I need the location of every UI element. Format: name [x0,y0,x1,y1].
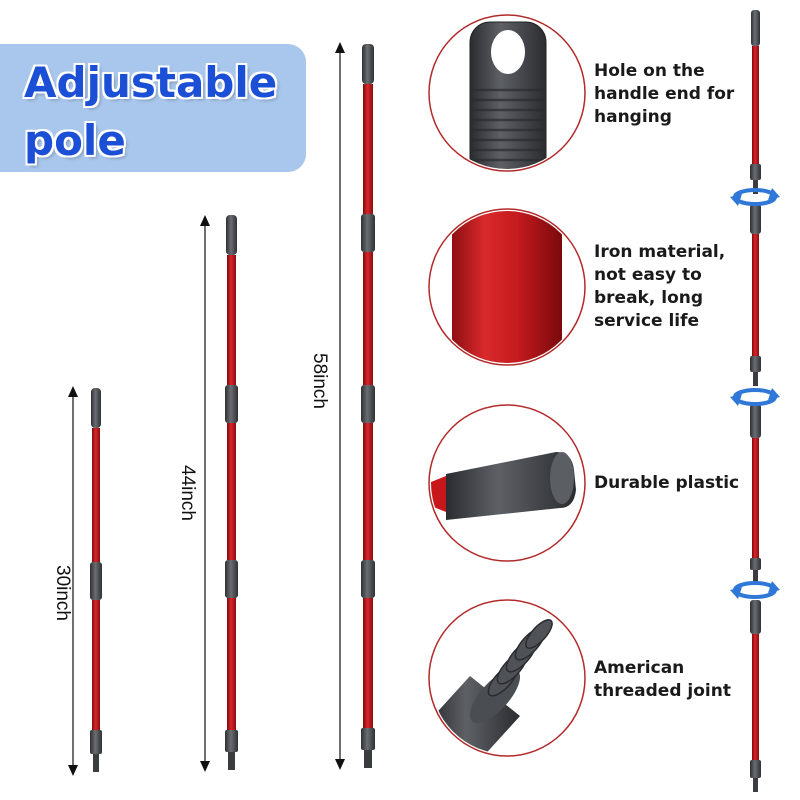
pole-58inch [335,42,375,770]
pole-44inch [200,215,238,772]
feature-threaded-joint: American threaded joint [594,658,731,701]
rotate-arrow-icon [730,188,780,206]
rotate-arrow-icon [730,388,780,406]
detail-hanging-hole [428,14,586,172]
length-label-58inch: 58inch [309,353,330,409]
title-banner [0,44,306,172]
feature-durable-plastic: Durable plastic [594,473,740,493]
length-label-30inch: 30inch [52,565,73,621]
pole-30inch [68,386,102,776]
pole-assembly-right [750,10,761,792]
page-title: Adjustable pole [24,54,304,170]
length-label-44inch: 44inch [177,465,198,521]
feature-iron-material: Iron material, not easy to break, long s… [594,242,726,331]
detail-iron-material [428,208,586,366]
detail-threaded-joint [428,599,586,757]
feature-hanging-hole: Hole on the handle end for hanging [594,61,735,127]
title-line-1: Adjustable [24,58,278,107]
rotate-arrow-icon [730,581,780,599]
detail-durable-plastic [428,404,586,562]
title-line-2: pole [24,116,126,165]
